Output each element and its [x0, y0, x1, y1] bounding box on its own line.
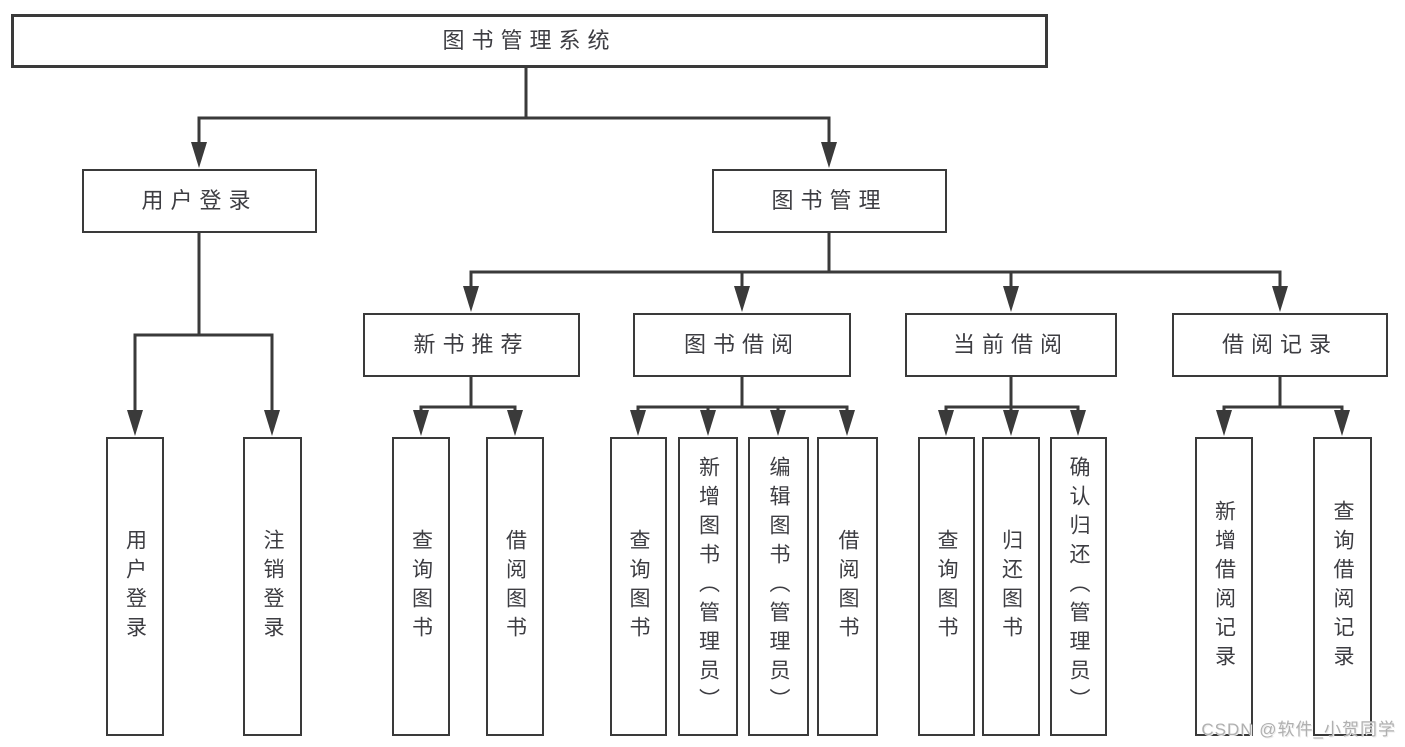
- connector-user-login-to-leaves: [133, 233, 274, 414]
- node-label: 归还图书: [999, 528, 1023, 645]
- leaf-add-borrow-record: 新增借阅记录: [1195, 437, 1253, 736]
- connector-new-book-to-leaves: [419, 377, 517, 414]
- arrowheads-user-login-leaves: [127, 410, 280, 436]
- leaf-confirm-return-admin: 确认归还（管理员）: [1050, 437, 1107, 736]
- leaf-logout: 注销登录: [243, 437, 302, 736]
- leaf-borrow-books-borrowing: 借阅图书: [817, 437, 878, 736]
- arrowheads-book-borrow-leaves: [630, 410, 855, 436]
- node-label: 新增借阅记录: [1212, 499, 1236, 674]
- node-label: 查询借阅记录: [1331, 499, 1354, 674]
- node-label: 新增图书（管理员）: [696, 456, 720, 717]
- node-label: 用户登录: [141, 187, 258, 213]
- node-label: 新书推荐: [413, 331, 530, 357]
- node-label: 借阅记录: [1221, 331, 1338, 357]
- leaf-edit-books-admin: 编辑图书（管理员）: [748, 437, 809, 736]
- node-book-borrowing: 图书借阅: [633, 313, 851, 377]
- leaf-return-books: 归还图书: [982, 437, 1040, 736]
- node-label: 借阅图书: [836, 528, 859, 645]
- node-label: 图书借阅: [683, 331, 800, 357]
- node-new-book-recommendation: 新书推荐: [363, 313, 580, 377]
- leaf-user-login: 用户登录: [106, 437, 164, 736]
- node-label: 借阅图书: [503, 528, 527, 645]
- node-current-borrowing: 当前借阅: [905, 313, 1117, 377]
- arrowheads-level3: [463, 286, 1288, 312]
- arrowheads-root-to-level2: [191, 142, 837, 168]
- node-user-login: 用户登录: [82, 169, 317, 233]
- node-label: 查询图书: [935, 528, 958, 645]
- node-label: 编辑图书（管理员）: [767, 456, 790, 717]
- node-label: 查询图书: [409, 528, 433, 645]
- connector-root-to-level2: [197, 68, 831, 146]
- node-label: 注销登录: [261, 528, 284, 645]
- leaf-borrow-books-recommend: 借阅图书: [486, 437, 544, 736]
- leaf-query-books-recommend: 查询图书: [392, 437, 450, 736]
- connector-current-borrow-to-leaves: [944, 377, 1080, 414]
- connector-book-management-to-level3: [469, 233, 1282, 290]
- node-library-management-system: 图书管理系统: [11, 14, 1048, 68]
- node-book-management: 图书管理: [712, 169, 947, 233]
- arrowheads-current-borrow-leaves: [938, 410, 1086, 436]
- leaf-query-borrow-record: 查询借阅记录: [1313, 437, 1372, 736]
- node-label: 图书管理系统: [442, 27, 617, 53]
- node-label: 图书管理: [771, 187, 888, 213]
- leaf-add-books-admin: 新增图书（管理员）: [678, 437, 738, 736]
- node-label: 确认归还（管理员）: [1067, 456, 1090, 717]
- node-label: 当前借阅: [952, 331, 1069, 357]
- node-label: 查询图书: [627, 528, 650, 645]
- node-borrowing-records: 借阅记录: [1172, 313, 1388, 377]
- node-label: 用户登录: [123, 528, 147, 645]
- arrowheads-borrow-records-leaves: [1216, 410, 1350, 436]
- leaf-query-books-borrowing: 查询图书: [610, 437, 667, 736]
- connector-book-borrow-to-leaves: [636, 377, 849, 414]
- leaf-query-books-current: 查询图书: [918, 437, 975, 736]
- connector-borrow-records-to-leaves: [1222, 377, 1344, 414]
- watermark: CSDN @软件_小贺同学: [1201, 720, 1396, 739]
- arrowheads-new-book-leaves: [413, 410, 523, 436]
